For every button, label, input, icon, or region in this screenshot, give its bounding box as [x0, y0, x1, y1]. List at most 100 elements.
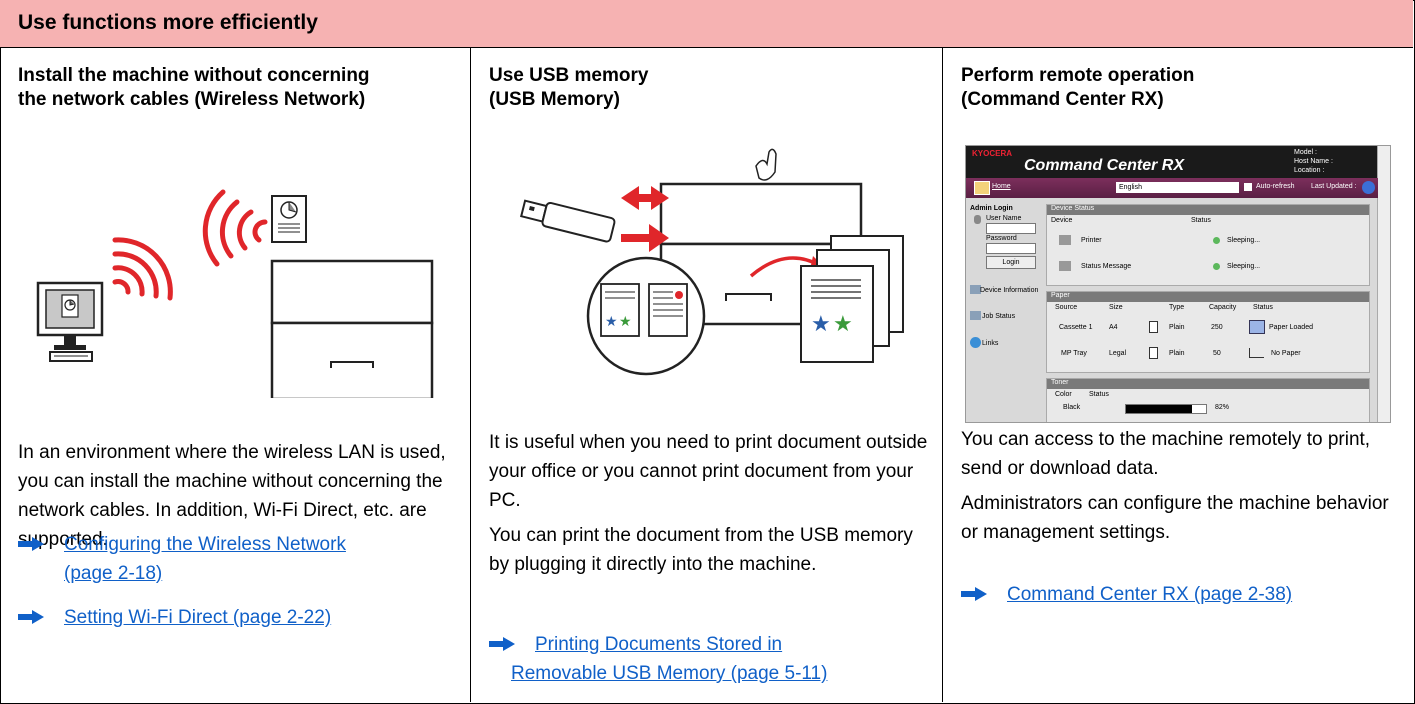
arrow-right-icon: [18, 537, 44, 551]
cc-left-nav: Admin Login User Name Password Login Dev…: [966, 201, 1040, 422]
svg-text:★: ★: [833, 311, 853, 336]
section-header: Use functions more efficiently: [0, 0, 1413, 48]
last-updated-label: Last Updated :: [1311, 183, 1357, 190]
device-status-panel: Device Status Device Status Printer Slee…: [1046, 204, 1370, 286]
column-header: Status: [1089, 391, 1109, 398]
page-title: Use functions more efficiently: [18, 11, 318, 34]
login-button[interactable]: Login: [986, 256, 1036, 269]
job-status-icon: [970, 311, 981, 320]
command-center-screenshot: KYOCERA Command Center RX Model : Host N…: [965, 145, 1391, 423]
arrow-right-icon: [489, 637, 515, 651]
heading-line: Perform remote operation: [961, 65, 1195, 86]
toner-panel: Toner Color Status Black 82%: [1046, 378, 1371, 422]
link-text[interactable]: Removable USB Memory (page 5-11): [511, 663, 828, 684]
table-row: MP Tray Legal Plain 50 No Paper: [1051, 342, 1367, 364]
nav-links[interactable]: Links: [982, 340, 999, 347]
device-info-icon: [970, 285, 981, 294]
cc-scrollbar[interactable]: [1377, 146, 1390, 422]
status-message-icon: [1059, 261, 1071, 271]
app-title: Command Center RX: [1024, 157, 1185, 174]
heading-line: (USB Memory): [489, 89, 620, 110]
paper-size: A4: [1109, 324, 1118, 331]
section-bar: Device Status: [1047, 205, 1369, 215]
auto-refresh-label: Auto-refresh: [1256, 183, 1295, 190]
arrow-right-icon: [18, 610, 44, 624]
column-header: Capacity: [1209, 304, 1237, 311]
printer-icon: [1059, 235, 1071, 245]
table-row: Black 82%: [1055, 403, 1371, 415]
table-row: Status Message Sleeping...: [1051, 255, 1367, 277]
column-header: Source: [1055, 304, 1078, 311]
arrow-right-icon: [961, 587, 987, 601]
nav-device-information[interactable]: Device Information: [980, 287, 1039, 294]
table-row: Printer Sleeping...: [1051, 229, 1367, 251]
paper-icon: [1149, 321, 1158, 333]
heading-line: (Command Center RX): [961, 89, 1164, 110]
column-wireless: Install the machine without concerning t…: [0, 48, 471, 702]
user-name-input[interactable]: [986, 223, 1036, 234]
heading-line: Install the machine without concerning: [18, 65, 370, 86]
column-heading: Use USB memory (USB Memory): [489, 64, 648, 112]
nav-job-status[interactable]: Job Status: [982, 313, 1016, 320]
svg-text:★: ★: [605, 313, 618, 329]
device-name: Status Message: [1081, 263, 1132, 270]
link-text[interactable]: Configuring the Wireless Network: [64, 534, 346, 555]
table-row: Cassette 1 A4 Plain 250 Paper Loaded: [1051, 316, 1367, 338]
svg-text:★: ★: [619, 313, 632, 329]
home-icon[interactable]: [974, 181, 990, 195]
location-label: Location :: [1294, 167, 1325, 174]
column-heading: Perform remote operation (Command Center…: [961, 64, 1194, 112]
heading-line: Use USB memory: [489, 65, 649, 86]
home-link[interactable]: Home: [992, 183, 1011, 190]
device-status: Sleeping...: [1227, 263, 1261, 270]
column-heading: Install the machine without concerning t…: [18, 64, 370, 112]
column-header: Status: [1191, 217, 1211, 224]
svg-text:★: ★: [811, 311, 831, 336]
column-header: Color: [1055, 391, 1072, 398]
paper-type: Plain: [1169, 350, 1185, 357]
column-body: It is useful when you need to print docu…: [489, 428, 929, 585]
link-text[interactable]: Setting Wi-Fi Direct (page 2-22): [64, 607, 332, 628]
paper-size: Legal: [1109, 350, 1127, 357]
auto-refresh-checkbox[interactable]: [1244, 183, 1252, 191]
link-command-center[interactable]: Command Center RX (page 2-38): [961, 580, 1401, 610]
password-label: Password: [986, 235, 1017, 242]
toner-bar-track: [1125, 404, 1207, 414]
heading-line: the network cables (Wireless Network): [18, 89, 366, 110]
paper-capacity: 50: [1213, 350, 1221, 357]
column-usb: Use USB memory (USB Memory) ★ ★: [471, 48, 943, 702]
language-select[interactable]: English: [1116, 182, 1239, 193]
link-text[interactable]: Command Center RX (page 2-38): [1007, 584, 1293, 605]
paper-loaded-icon: [1249, 320, 1265, 334]
device-status: Sleeping...: [1227, 237, 1261, 244]
user-name-label: User Name: [986, 215, 1022, 222]
link-wifi-direct[interactable]: Setting Wi-Fi Direct (page 2-22): [18, 603, 458, 633]
cc-toolbar: Home English Auto-refresh Last Updated :: [966, 178, 1378, 198]
column-header: Status: [1253, 304, 1273, 311]
paper-status: No Paper: [1271, 350, 1301, 357]
paragraph: You can access to the machine remotely t…: [961, 429, 1371, 479]
password-input[interactable]: [986, 243, 1036, 254]
paragraph: Administrators can configure the machine…: [961, 493, 1389, 543]
toner-bar-fill: [1126, 405, 1192, 413]
paper-type: Plain: [1169, 324, 1185, 331]
column-header: Type: [1169, 304, 1185, 311]
column-header: Device: [1051, 217, 1073, 224]
column-body: You can access to the machine remotely t…: [961, 425, 1401, 553]
link-text[interactable]: (page 2-18): [64, 563, 163, 584]
host-label: Host Name :: [1294, 158, 1333, 165]
paper-source: MP Tray: [1061, 350, 1087, 357]
table-header: Color Status: [1055, 391, 1371, 398]
link-text[interactable]: Printing Documents Stored in: [535, 634, 783, 655]
cc-header: KYOCERA Command Center RX Model : Host N…: [966, 146, 1378, 178]
brand-logo: KYOCERA: [972, 149, 1013, 158]
link-printing-usb[interactable]: Printing Documents Stored in Removable U…: [489, 630, 939, 690]
model-label: Model :: [1294, 149, 1317, 156]
column-header: Size: [1109, 304, 1123, 311]
link-configuring-wireless[interactable]: Configuring the Wireless Network (page 2…: [18, 530, 458, 590]
user-icon: [974, 215, 981, 224]
status-dot: [1213, 237, 1220, 244]
table-header: Device Status: [1051, 217, 1367, 224]
section-bar: Toner: [1047, 379, 1369, 389]
refresh-icon[interactable]: [1362, 181, 1375, 194]
